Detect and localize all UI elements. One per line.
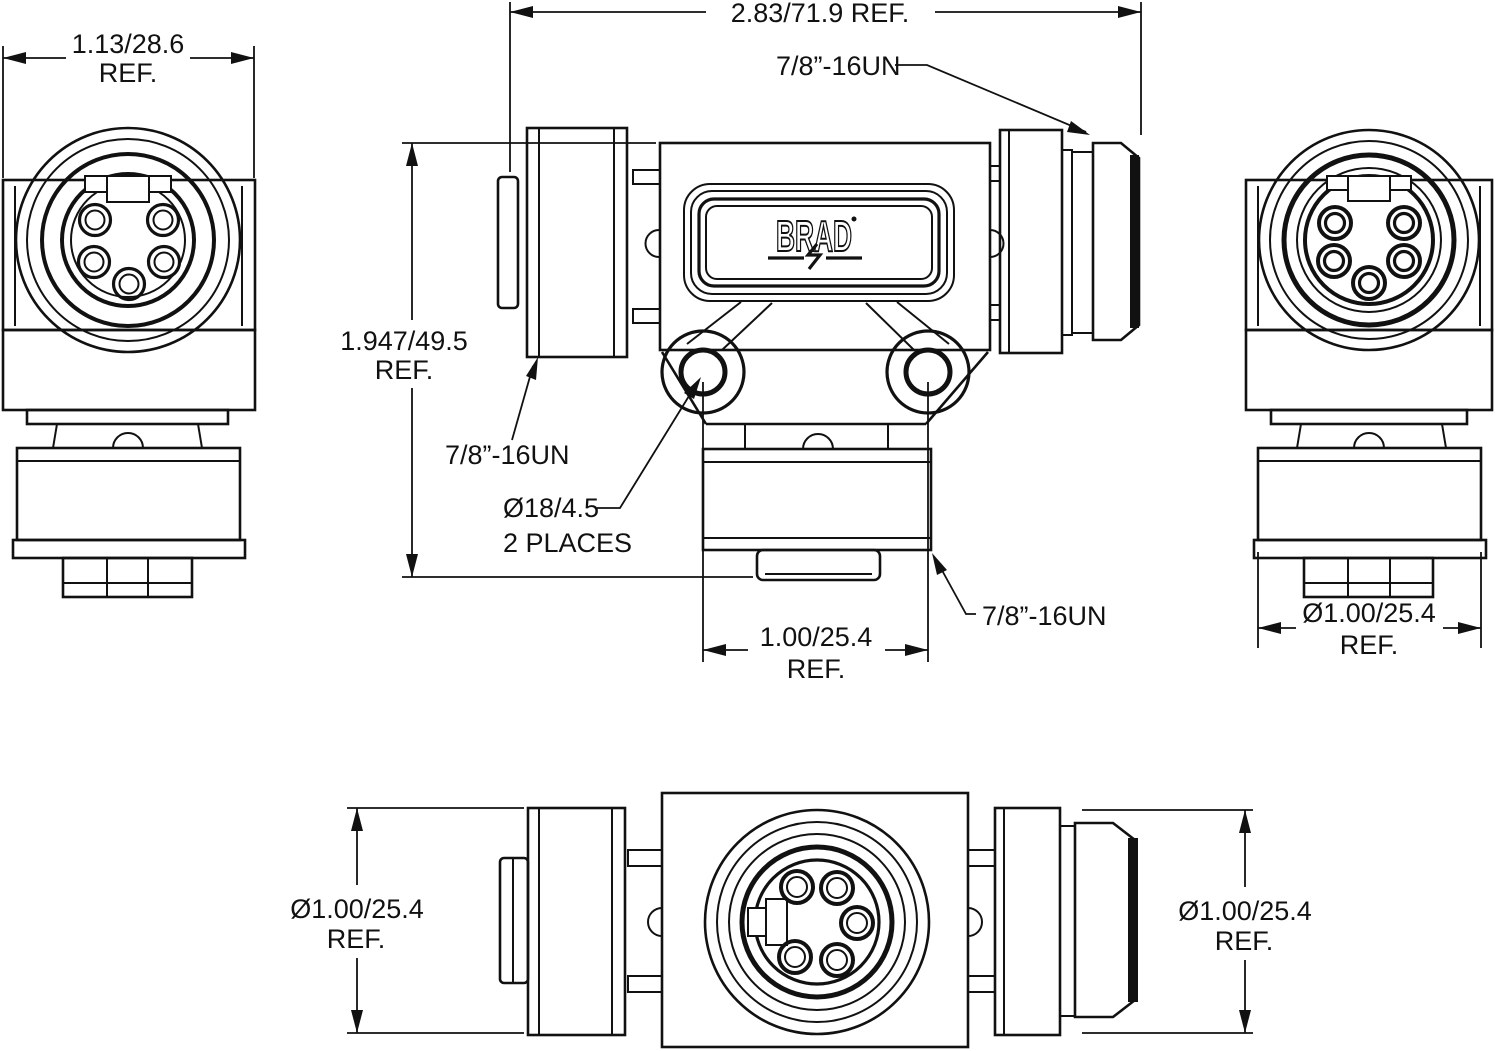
right-dia-dimension: Ø1.00/25.4 REF.: [1257, 552, 1482, 660]
main-left-connector: [496, 126, 661, 359]
front-width-dimension: 1.13/28.6 REF.: [2, 29, 255, 178]
right-keyway: [1326, 175, 1349, 191]
logo-flourish: [804, 242, 824, 270]
front-keyway: [84, 175, 108, 193]
overall-width-value: 2.83/71.9 REF.: [731, 0, 910, 28]
main-right-connector: [989, 128, 1141, 355]
right-view: Ø1.00/25.4 REF.: [1244, 128, 1494, 660]
bottom-right-dia-value: Ø1.00/25.4: [1178, 896, 1312, 926]
bottom-body: [660, 791, 970, 1049]
port-width-value: 1.00/25.4: [760, 622, 873, 652]
thread-bottom-label: 7/8”-16UN: [982, 601, 1107, 631]
right-pin-holes: [1316, 205, 1422, 301]
right-dia-value: Ø1.00/25.4: [1302, 598, 1436, 628]
right-connector-face: [1257, 128, 1481, 352]
port-width-ref: REF.: [787, 654, 846, 684]
bottom-connector-face: [703, 808, 931, 1036]
thread-callout-right: 7/8”-16UN: [776, 51, 1090, 135]
thread-right-label: 7/8”-16UN: [776, 51, 901, 81]
front-connector-face: [14, 126, 242, 354]
bottom-left-dia-ref: REF.: [327, 924, 386, 954]
height-value: 1.947/49.5: [340, 326, 468, 356]
bottom-left-connector: [498, 806, 663, 1037]
bottom-left-dia-value: Ø1.00/25.4: [290, 894, 424, 924]
front-width-ref: REF.: [99, 58, 158, 88]
height-ref: REF.: [375, 355, 434, 385]
hole-callout: Ø18/4.5 2 PLACES: [503, 377, 701, 558]
front-pin-holes: [76, 202, 182, 302]
overall-width-dimension: 2.83/71.9 REF.: [509, 0, 1142, 172]
bottom-right-dia-dimension: Ø1.00/25.4 REF.: [1082, 809, 1312, 1034]
registered-mark: [851, 216, 857, 222]
brand-logo: BRAD: [776, 212, 852, 261]
main-view: BRAD: [340, 0, 1142, 684]
height-dimension: 1.947/49.5 REF.: [340, 142, 753, 578]
port-width-dimension: 1.00/25.4 REF.: [702, 382, 929, 684]
thread-callout-left: 7/8”-16UN: [445, 357, 570, 470]
bottom-right-connector: [967, 806, 1138, 1037]
bottom-left-dia-dimension: Ø1.00/25.4 REF.: [290, 807, 524, 1034]
hole-dia-label: Ø18/4.5: [503, 493, 599, 523]
bottom-right-dia-ref: REF.: [1215, 926, 1274, 956]
right-hex-tip: [1302, 556, 1435, 599]
hole-places-label: 2 PLACES: [503, 528, 632, 558]
thread-left-label: 7/8”-16UN: [445, 440, 570, 470]
bottom-pin-holes: [777, 869, 875, 978]
front-width-value: 1.13/28.6: [72, 29, 185, 59]
main-bottom-connector: [701, 447, 933, 582]
thread-callout-bottom: 7/8”-16UN: [932, 553, 1107, 631]
main-body: [658, 141, 992, 352]
front-hex-tip: [61, 556, 194, 599]
front-view: 1.13/28.6 REF.: [1, 29, 257, 599]
right-dia-ref: REF.: [1340, 630, 1399, 660]
bottom-male-tip: [1073, 821, 1137, 1019]
bottom-view: Ø1.00/25.4 REF. Ø1.00/25.4 REF.: [290, 791, 1312, 1049]
brand-label-plate: BRAD: [683, 183, 955, 302]
